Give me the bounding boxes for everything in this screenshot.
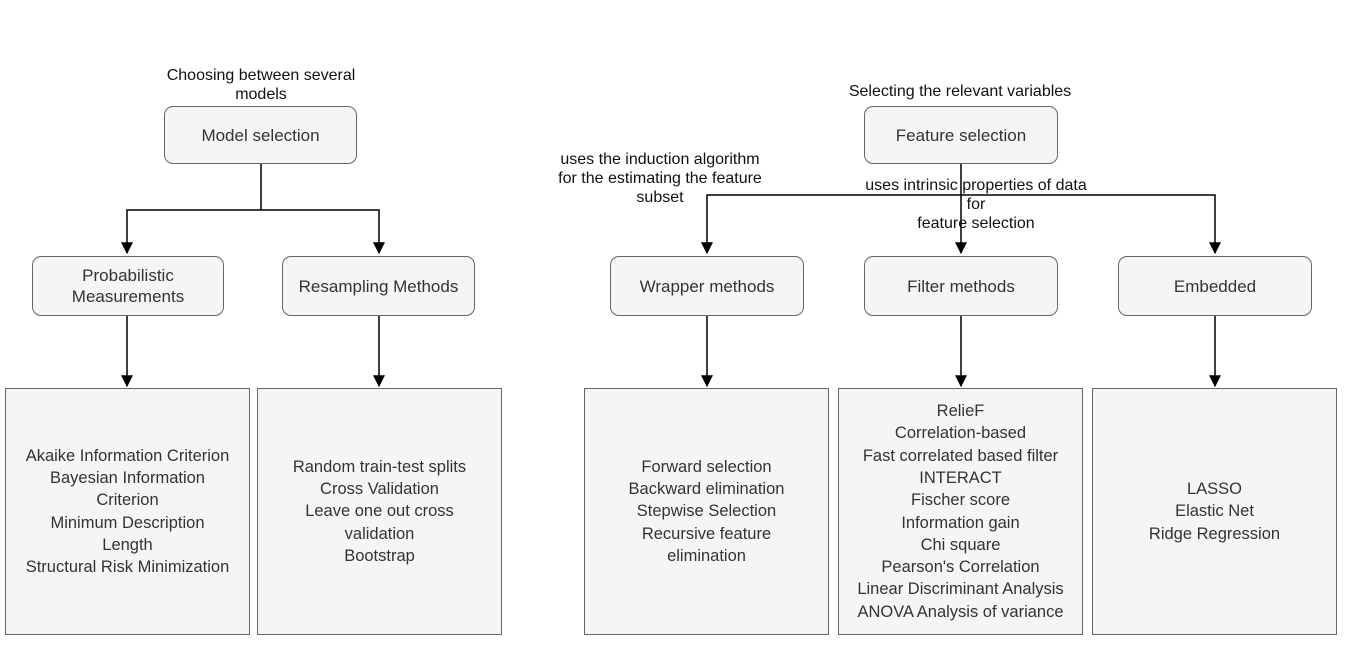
list-item: RelieF: [936, 402, 985, 421]
edge-model-to-resampling: [261, 209, 385, 255]
probabilistic-measurements-label: Probabilistic Measurements: [71, 266, 185, 306]
probabilistic-measurements-list: Akaike Information Criterion Bayesian In…: [5, 388, 250, 635]
resampling-methods-node[interactable]: Resampling Methods: [282, 256, 475, 316]
model-selection-label: Model selection: [201, 125, 320, 145]
list-item: LASSO: [1186, 480, 1243, 499]
list-item: Chi square: [920, 535, 1001, 554]
embedded-label: Embedded: [1173, 276, 1257, 296]
filter-methods-label: Filter methods: [907, 276, 1015, 296]
filter-methods-note: uses intrinsic properties of data for fe…: [865, 177, 1087, 232]
wrapper-methods-list: Forward selection Backward elimination S…: [584, 388, 829, 635]
list-item: elimination: [667, 546, 746, 565]
list-item: Fast correlated based filter: [862, 446, 1059, 465]
list-item: Correlation-based: [894, 424, 1027, 443]
list-item: Leave one out cross: [305, 502, 454, 521]
list-item: Criterion: [96, 491, 159, 510]
edge-feature-to-wrapper: [701, 194, 961, 255]
list-item: INTERACT: [919, 468, 1002, 487]
list-item: Bootstrap: [344, 546, 415, 565]
wrapper-methods-node[interactable]: Wrapper methods: [610, 256, 804, 316]
embedded-list: LASSO Elastic Net Ridge Regression: [1092, 388, 1337, 635]
edge-model-to-probabilistic: [121, 164, 262, 255]
list-item: Akaike Information Criterion: [25, 446, 230, 465]
list-item: Cross Validation: [320, 480, 439, 499]
list-item: Random train-test splits: [292, 457, 467, 476]
list-item: Fischer score: [910, 491, 1011, 510]
model-selection-node[interactable]: Model selection: [164, 106, 357, 164]
list-item: Stepwise Selection: [636, 502, 777, 521]
list-item: Bayesian Information: [49, 468, 205, 487]
list-item: Ridge Regression: [1148, 524, 1281, 543]
feature-selection-node[interactable]: Feature selection: [864, 106, 1058, 164]
list-item: ANOVA Analysis of variance: [857, 602, 1064, 621]
list-item: Minimum Description: [50, 513, 205, 532]
list-item: Forward selection: [641, 457, 772, 476]
list-item: Structural Risk Minimization: [25, 558, 230, 577]
resampling-methods-label: Resampling Methods: [298, 276, 459, 296]
filter-methods-list: RelieF Correlation-based Fast correlated…: [838, 388, 1083, 635]
feature-selection-caption: Selecting the relevant variables: [848, 83, 1072, 100]
list-item: Backward elimination: [628, 480, 785, 499]
probabilistic-measurements-node[interactable]: Probabilistic Measurements: [32, 256, 224, 316]
list-item: Recursive feature: [641, 524, 772, 543]
list-item: Elastic Net: [1175, 502, 1254, 521]
wrapper-methods-note: uses the induction algorithm for the est…: [558, 151, 762, 206]
list-item: validation: [344, 524, 415, 543]
embedded-node[interactable]: Embedded: [1118, 256, 1312, 316]
edge-feature-to-embedded: [961, 194, 1221, 255]
model-selection-caption: Choosing between several models: [166, 67, 356, 103]
list-item: Linear Discriminant Analysis: [857, 580, 1064, 599]
resampling-methods-list: Random train-test splits Cross Validatio…: [257, 388, 502, 635]
list-item: Information gain: [901, 513, 1020, 532]
wrapper-methods-label: Wrapper methods: [639, 276, 775, 296]
list-item: Pearson's Correlation: [881, 558, 1040, 577]
list-item: Length: [102, 535, 153, 554]
filter-methods-node[interactable]: Filter methods: [864, 256, 1058, 316]
feature-selection-label: Feature selection: [895, 125, 1027, 145]
